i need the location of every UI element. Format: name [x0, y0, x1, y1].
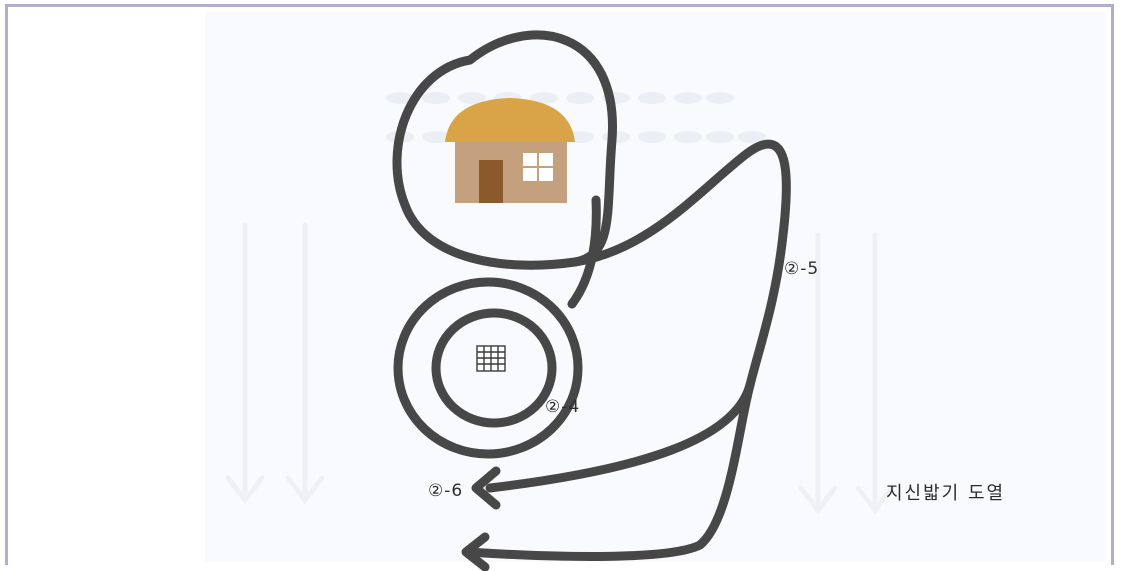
- path-to-right-loop: [468, 144, 786, 556]
- path-label-2-6: ②-6: [428, 481, 463, 501]
- path-label-2-4: ②-4: [545, 397, 580, 417]
- path-label-2-5: ②-5: [784, 259, 819, 279]
- grid-icon: [477, 346, 505, 371]
- path-2-6: [490, 385, 750, 488]
- diagram-caption: 지신밟기 도열: [886, 479, 1005, 505]
- faded-background-figures: [386, 92, 766, 143]
- connector-to-rings: [572, 200, 596, 304]
- house-icon: [445, 98, 575, 203]
